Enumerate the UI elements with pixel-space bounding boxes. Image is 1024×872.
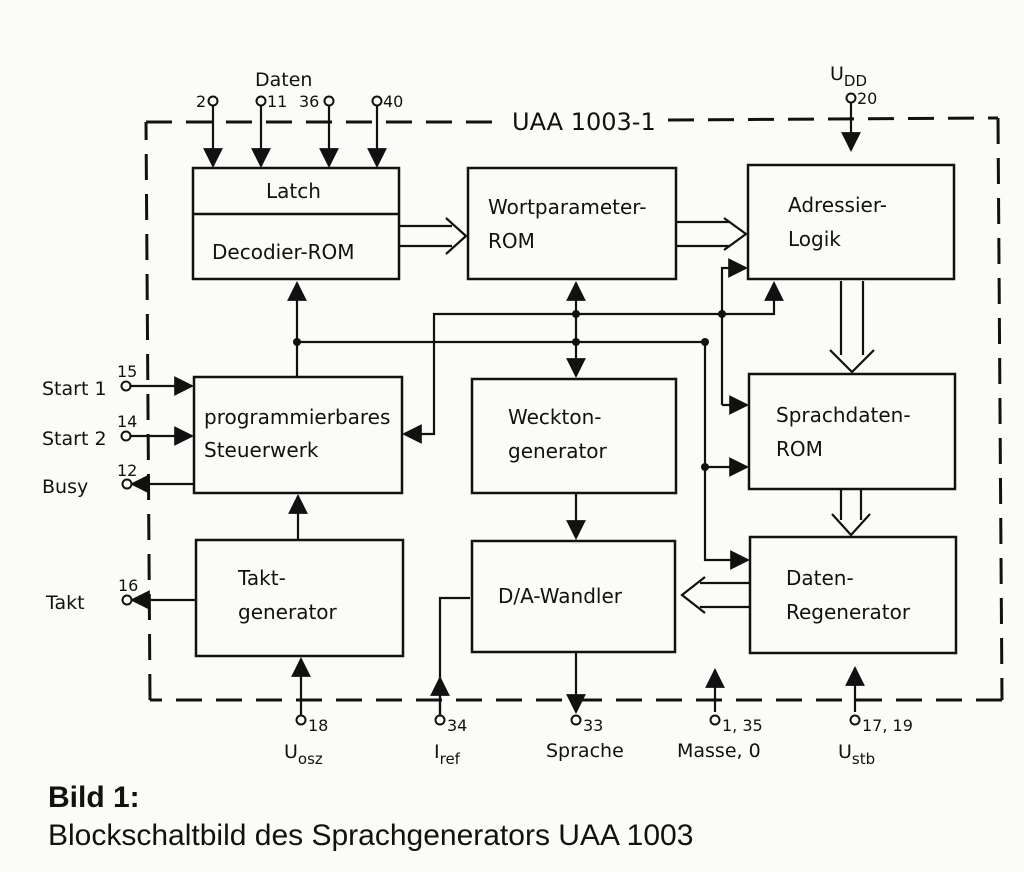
sprache-label: Sprache [546,740,624,762]
taktgenerator-block [194,538,405,658]
weckton-generator-block [470,377,678,495]
pin-15: 15 [117,362,137,381]
pin-16: 16 [118,576,138,595]
pin-40: 40 [383,92,403,111]
pin-18: 18 [308,716,328,735]
adressier-logik-block [746,163,956,281]
udd-label: UDD [830,63,867,90]
datenregenerator-label-1: Daten- [786,566,854,590]
sprachdaten-rom-block [747,372,957,491]
weckton-label-2: generator [508,439,608,463]
steuerwerk-block [192,375,404,495]
daten-label: Daten [255,69,312,91]
steuerwerk-label-2: Steuerwerk [204,438,319,462]
decodier-rom-label: Decodier-ROM [212,240,355,264]
chip-title: UAA 1003-1 [512,108,656,136]
sprachdaten-label-1: Sprachdaten- [776,403,911,427]
figure-caption: Bild 1: Blockschaltbild des Sprachgenera… [48,780,693,856]
adressier-label-2: Logik [788,227,841,251]
pin-17-19: 17, 19 [862,716,913,735]
pin-1-35: 1, 35 [722,716,763,735]
weckton-label-1: Weckton- [508,405,601,429]
wortparameter-label-2: ROM [488,229,535,253]
datenregenerator-block [748,535,958,655]
takt-label: Takt [45,592,85,614]
start2-label: Start 2 [42,428,107,450]
uosz-label: Uosz [284,741,323,768]
pin-36: 36 [299,92,319,111]
latch-decoder-block [191,166,401,281]
pin-12: 12 [117,461,137,480]
caption-title: Bild 1: [48,781,140,814]
da-wandler-label: D/A-Wandler [498,584,623,608]
pin-11: 11 [267,92,287,111]
takt-label-1: Takt- [237,566,286,590]
pin-20: 20 [857,89,877,108]
takt-label-2: generator [238,600,338,624]
da-wandler-block [470,539,677,654]
pin-14: 14 [117,412,137,431]
caption-text: Blockschaltbild des Sprachgenerators UAA… [48,819,694,852]
masse-label: Masse, 0 [677,740,761,762]
latch-label: Latch [266,179,321,203]
sprachdaten-label-2: ROM [776,437,823,461]
ustb-label: Ustb [838,741,875,768]
pin-33: 33 [583,716,603,735]
start1-label: Start 1 [42,378,107,400]
steuerwerk-label-1: programmierbares [204,405,390,429]
pin-2: 2 [196,92,206,111]
wortparameter-label-1: Wortparameter- [488,195,646,219]
busy-label: Busy [42,476,88,498]
wortparameter-rom-block [466,166,678,281]
pin-34: 34 [447,716,467,735]
datenregenerator-label-2: Regenerator [786,600,911,624]
adressier-label-1: Adressier- [788,193,887,217]
iref-label: Iref [434,741,461,768]
